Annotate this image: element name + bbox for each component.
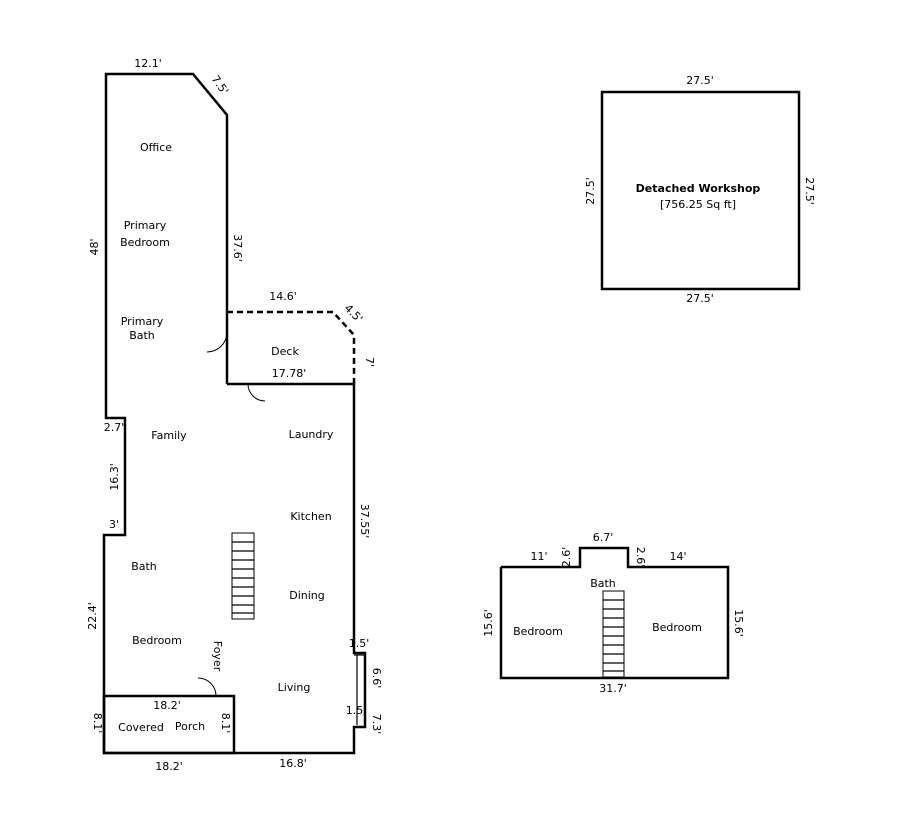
upper-dim-notch-top: 6.7' (593, 531, 614, 544)
workshop-area: [756.25 Sq ft] (660, 198, 736, 211)
dim-bottom-right: 16.8' (279, 757, 307, 770)
workshop-dim-top: 27.5' (686, 74, 714, 87)
dim-jog-side: 16.3' (108, 463, 121, 491)
dim-right-main: 37.55' (358, 504, 371, 539)
room-deck: Deck (271, 345, 299, 358)
upper-outer-wall (499, 546, 730, 680)
dim-deck-bottom: 17.78' (272, 367, 307, 380)
dim-bay-top: 1.5' (349, 637, 370, 650)
room-primary-bedroom-line2: Bedroom (120, 236, 170, 249)
room-porch: Porch (175, 720, 205, 733)
workshop-outline (600, 90, 801, 291)
room-bath: Bath (131, 560, 157, 573)
workshop-title: Detached Workshop (636, 182, 761, 195)
dim-jog-bottom: 3' (109, 518, 119, 531)
workshop-dim-left: 27.5' (584, 177, 597, 205)
room-primary-bath-line2: Bath (129, 329, 155, 342)
deck-door-left (206, 332, 228, 353)
main-floor-plan: 12.1' 7.5' 48' 37.6' 14.6' 4.5' 7' 17.78… (86, 57, 383, 773)
room-foyer: Foyer (211, 641, 224, 672)
dim-deck-angle: 4.5' (342, 302, 366, 326)
upper-dim-left: 15.6' (482, 609, 495, 637)
dim-bay-side: 6.6' (370, 668, 383, 689)
upper-floor-plan: 11' 2.6' 6.7' 2.6' 14' 15.6' 15.6' 31.7'… (482, 531, 745, 695)
room-living: Living (278, 681, 311, 694)
dim-bay-bottom: 1.5' (346, 704, 367, 717)
room-laundry: Laundry (289, 428, 334, 441)
upper-room-bath: Bath (590, 577, 616, 590)
room-family: Family (151, 429, 187, 442)
room-primary-bedroom-line1: Primary (124, 219, 167, 232)
upper-room-bedroom-right: Bedroom (652, 621, 702, 634)
deck-outline (227, 310, 356, 384)
room-office: Office (140, 141, 172, 154)
dim-porch-top: 18.2' (153, 699, 181, 712)
room-covered: Covered (118, 721, 164, 734)
deck-door-bottom (247, 383, 266, 402)
front-door (197, 677, 217, 697)
workshop-dim-bottom: 27.5' (686, 292, 714, 305)
upper-dim-bottom: 31.7' (599, 682, 627, 695)
upper-staircase (602, 590, 625, 678)
dim-right-lower: 7.3' (370, 714, 383, 735)
dim-left-lower: 22.4' (86, 602, 99, 630)
upper-room-bedroom-left: Bedroom (513, 625, 563, 638)
room-primary-bath-line1: Primary (121, 315, 164, 328)
dim-porch-left: 8.1' (91, 713, 104, 734)
upper-dim-top-right: 14' (669, 550, 686, 563)
dim-angle-top: 7.5' (209, 73, 231, 97)
room-kitchen: Kitchen (290, 510, 331, 523)
workshop-dim-right: 27.5' (803, 177, 816, 205)
dim-deck-right: 7' (363, 357, 376, 367)
main-outer-wall (102, 72, 367, 755)
dim-jog-top: 2.7' (104, 421, 125, 434)
dim-left-upper: 48' (88, 238, 101, 255)
dim-porch-right: 8.1' (219, 713, 232, 734)
upper-dim-right: 15.6' (732, 609, 745, 637)
covered-porch-outline (102, 694, 236, 755)
room-bedroom: Bedroom (132, 634, 182, 647)
workshop-plan: 27.5' 27.5' 27.5' 27.5' Detached Worksho… (584, 74, 816, 305)
main-staircase (231, 532, 255, 620)
upper-dim-top-left: 11' (530, 550, 547, 563)
dim-right-upper: 37.6' (231, 234, 244, 262)
room-dining: Dining (289, 589, 325, 602)
dim-top: 12.1' (134, 57, 162, 70)
upper-dim-notch-left: 2.6' (560, 547, 573, 568)
dim-deck-top: 14.6' (269, 290, 297, 303)
upper-dim-notch-right: 2.6' (634, 547, 647, 568)
dim-porch-bottom: 18.2' (155, 760, 183, 773)
